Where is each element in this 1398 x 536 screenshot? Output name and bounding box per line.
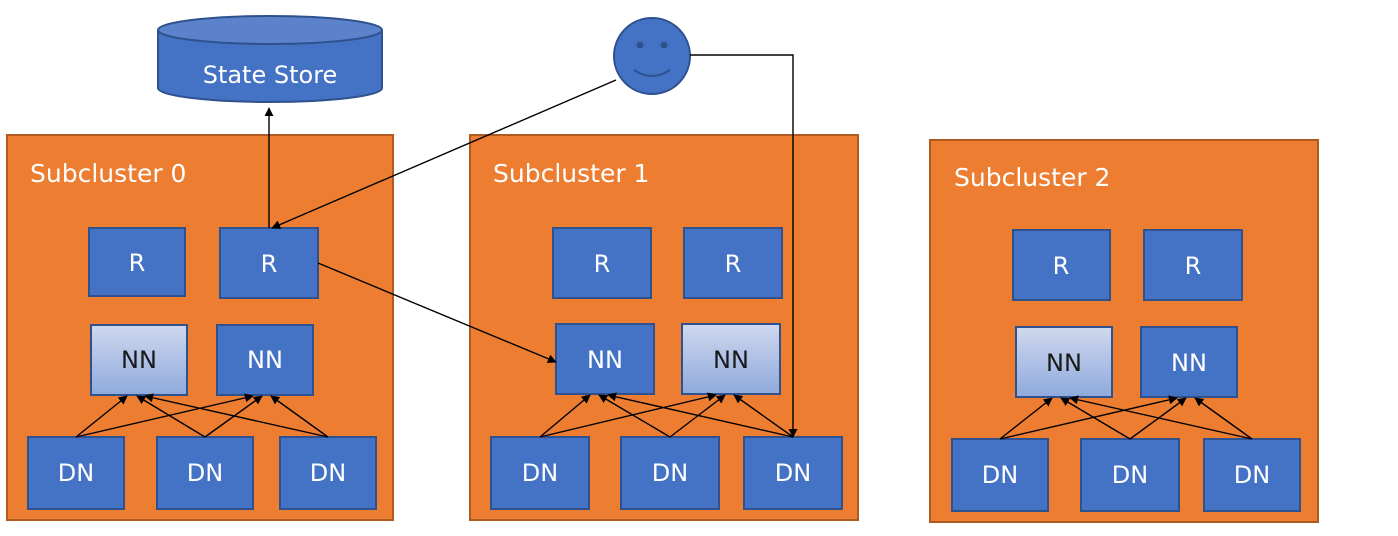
user-to-router-arrow [271,79,617,229]
datanode: DN [620,436,720,510]
svg-text:DN: DN [652,459,688,487]
router: R [683,227,783,299]
svg-text:DN: DN [982,461,1018,489]
namenode-active: NN [1140,326,1238,398]
datanode-heartbeat-arrows-2 [999,395,1253,440]
namenode-active: NN [216,324,314,396]
datanode-heartbeat-arrows-0 [75,393,329,438]
svg-text:NN: NN [121,346,157,374]
datanode: DN [743,436,843,510]
svg-text:DN: DN [58,459,94,487]
svg-text:R: R [129,249,146,277]
svg-text:R: R [261,250,278,278]
svg-text:R: R [1185,252,1202,280]
namenode-active: NN [555,323,655,395]
router: R [1143,229,1243,301]
datanode: DN [1203,438,1301,512]
svg-text:NN: NN [587,346,623,374]
svg-text:R: R [725,250,742,278]
svg-text:NN: NN [247,346,283,374]
subcluster-title: Subcluster 2 [954,163,1110,192]
datanode: DN [27,436,125,510]
datanode: DN [156,436,254,510]
subcluster-1: Subcluster 1 R R NN NN DN DN DN [469,134,859,521]
svg-text:DN: DN [187,459,223,487]
router: R [1012,229,1111,301]
svg-text:DN: DN [775,459,811,487]
state-store-label: State Store [203,61,338,89]
router-to-namenode-arrow [317,262,557,364]
svg-text:NN: NN [713,346,749,374]
svg-text:DN: DN [1112,461,1148,489]
request-flow-arrows [264,54,798,438]
state-store: State Store [157,15,383,103]
subcluster-2: Subcluster 2 R R NN NN DN DN DN [929,139,1319,523]
namenode-standby: NN [681,323,781,395]
svg-text:R: R [1053,252,1070,280]
router: R [219,227,319,299]
subcluster-title: Subcluster 0 [30,159,186,188]
svg-text:DN: DN [1234,461,1270,489]
datanode: DN [1080,438,1180,512]
svg-text:R: R [594,250,611,278]
svg-text:NN: NN [1171,349,1207,377]
router: R [88,227,186,297]
svg-text:DN: DN [522,459,558,487]
datanode: DN [951,438,1049,512]
namenode-standby: NN [90,324,188,396]
subcluster-0: Subcluster 0 R R NN NN DN DN DN [6,134,394,521]
datanode: DN [490,436,590,510]
smiley-face-icon [613,17,691,95]
subcluster-title: Subcluster 1 [493,159,649,188]
svg-text:DN: DN [310,459,346,487]
user-to-datanode-arrow [690,54,798,438]
svg-text:NN: NN [1046,349,1082,377]
datanode-heartbeat-arrows-1 [539,392,794,438]
namenode-standby: NN [1015,326,1113,398]
datanode: DN [279,436,377,510]
router: R [552,227,652,299]
